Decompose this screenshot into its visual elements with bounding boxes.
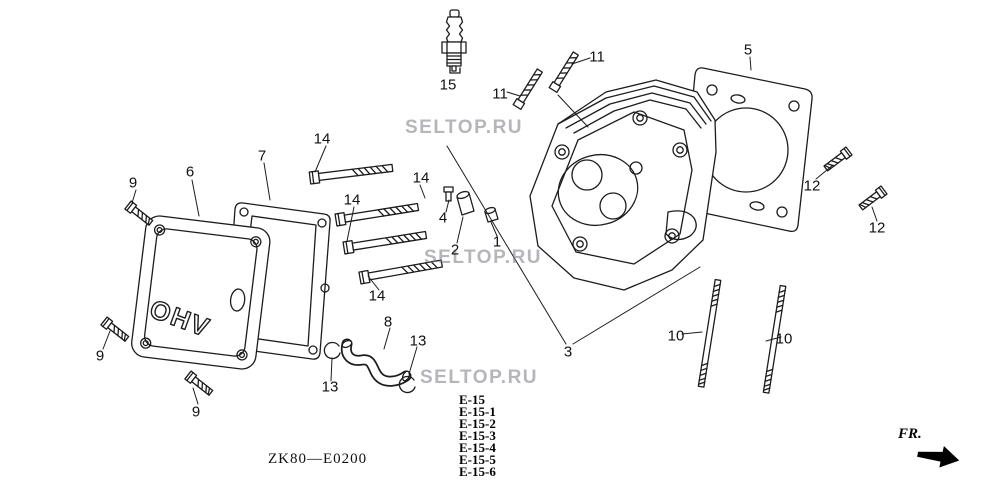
spark-plug-15: [441, 9, 467, 74]
part-number-label: 6: [185, 163, 195, 181]
part-number-label: 13: [321, 378, 339, 396]
part-number-label: 1: [492, 233, 502, 251]
cylinder-head-3: [529, 79, 717, 291]
clip-13-left: [323, 341, 341, 360]
bolt-14-c: [342, 228, 428, 255]
part-number-label: 15: [439, 76, 457, 94]
part-number-label: 14: [313, 130, 331, 148]
head-gasket-5: [682, 67, 813, 233]
part-number-label: 10: [775, 330, 793, 348]
fr-arrow-icon: [917, 446, 960, 468]
bolt-9-middle: [100, 316, 131, 344]
reference-link[interactable]: E-15-1: [459, 404, 496, 419]
part-number-label: 9: [191, 403, 201, 421]
part-number-label: 3: [563, 343, 573, 361]
part-number-label: 13: [409, 332, 427, 350]
fr-label: FR.: [898, 426, 922, 442]
bolt-14-a: [308, 161, 394, 185]
part-number-label: 10: [667, 327, 685, 345]
part-number-label: 14: [368, 287, 386, 305]
valve-cover-6: OHV: [131, 215, 271, 370]
part-number-label: 14: [343, 191, 361, 209]
cap-1: [484, 206, 499, 223]
bolt-9-top: [124, 200, 155, 228]
reference-link[interactable]: E-15: [459, 392, 485, 407]
part-number-label: 11: [492, 85, 508, 103]
part-number-label: 11: [589, 48, 605, 66]
part-number-label: 2: [450, 241, 460, 259]
bolt-12-upper: [822, 146, 853, 174]
reference-link[interactable]: E-15-6: [459, 464, 496, 479]
part-number-label: 14: [412, 169, 430, 187]
part-number-label: 8: [383, 313, 393, 331]
watermark-text: SELTOP.RU: [424, 247, 543, 268]
dowel-pin-2: [456, 190, 475, 216]
reference-link[interactable]: E-15-5: [459, 452, 496, 467]
leader-lines: [102, 56, 878, 405]
screw-4: [443, 186, 454, 202]
bolt-11-right: [548, 50, 581, 94]
clip-13-right: [398, 375, 416, 394]
watermark-text: SELTOP.RU: [405, 117, 524, 138]
reference-link[interactable]: E-15-2: [459, 416, 496, 431]
part-number-label: 9: [128, 174, 138, 192]
part-number-label: 12: [803, 177, 821, 195]
watermark-text: SELTOP.RU: [420, 367, 539, 388]
part-number-label: 5: [743, 41, 753, 59]
breather-tube-8: [340, 338, 412, 387]
bolt-9-bottom: [184, 370, 215, 398]
reference-link[interactable]: E-15-4: [459, 440, 496, 455]
fr-direction: FR.: [898, 425, 988, 468]
part-number-label: 4: [438, 209, 448, 227]
part-number-label: 7: [257, 147, 267, 165]
bolt-11-left: [512, 67, 545, 111]
stud-10-left: [697, 278, 722, 388]
diagram-code: ZK80—E0200: [268, 451, 368, 467]
reference-link[interactable]: E-15-3: [459, 428, 496, 443]
part-number-label: 12: [868, 219, 886, 237]
part-number-label: 9: [95, 347, 105, 365]
